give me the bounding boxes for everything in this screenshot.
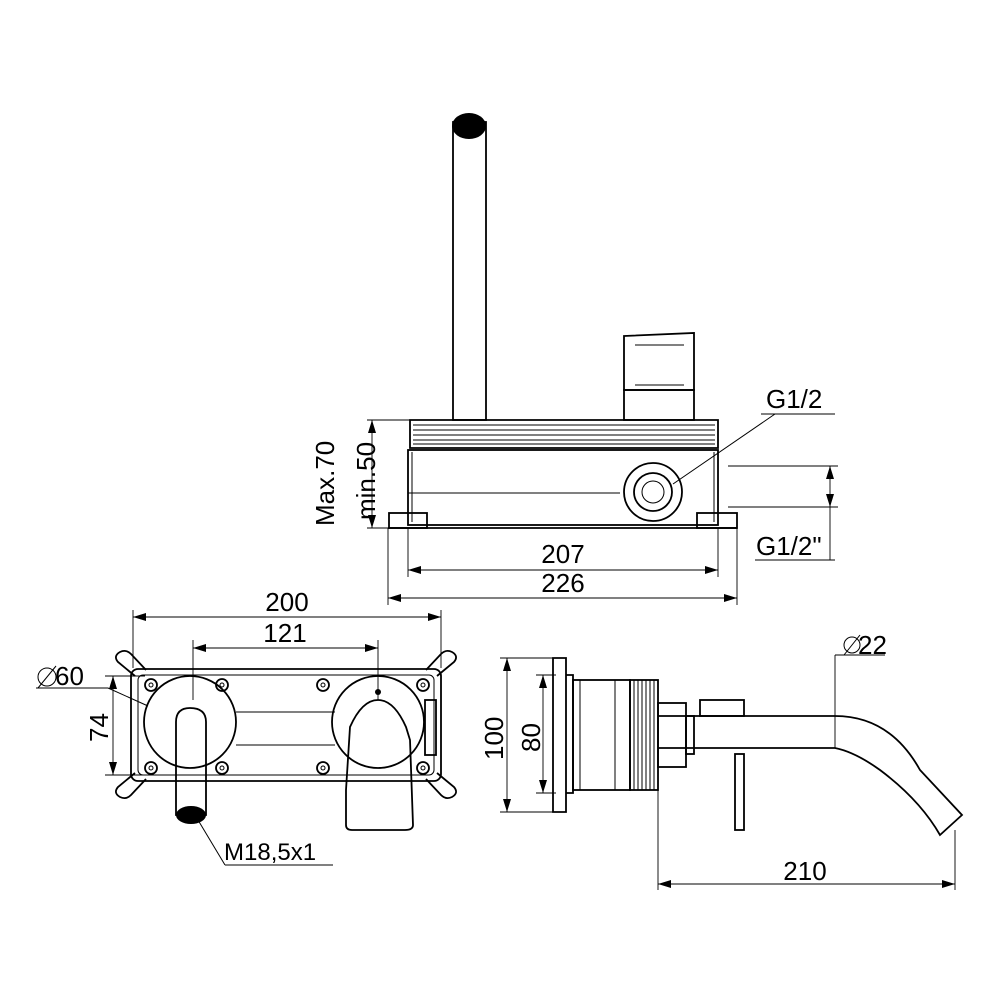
spout-210-label: 210 bbox=[783, 856, 826, 886]
g-half-label: G1/2 bbox=[766, 384, 822, 414]
g-half-inch-label: G1/2" bbox=[756, 531, 822, 561]
width-207-label: 207 bbox=[541, 539, 584, 569]
max-depth-label: Max.70 bbox=[310, 441, 340, 526]
height-100-label: 100 bbox=[479, 717, 509, 760]
spacing-121-label: 121 bbox=[263, 618, 306, 648]
min-depth-label: min.50 bbox=[351, 442, 381, 520]
threaded-collar bbox=[409, 419, 719, 449]
cartridge bbox=[623, 332, 695, 421]
concealed-body-view: G1/2 G1/2" Max.70 min.50 207 226 bbox=[310, 113, 838, 605]
side-thread bbox=[633, 680, 655, 790]
diameter-22-label: 22 bbox=[858, 630, 887, 660]
inlet-fitting bbox=[623, 462, 683, 522]
pipe-end bbox=[452, 113, 486, 139]
thread-label: M18,5x1 bbox=[224, 839, 316, 866]
g-half-leader bbox=[672, 413, 776, 485]
pipe-outline bbox=[452, 121, 487, 421]
handle-lever bbox=[345, 699, 414, 831]
handle-side bbox=[734, 753, 745, 831]
diameter-60-label: 60 bbox=[55, 661, 84, 691]
mounting-ears bbox=[115, 649, 457, 800]
handle-top-side bbox=[699, 699, 745, 717]
width-200-label: 200 bbox=[265, 587, 308, 617]
body-side bbox=[572, 679, 631, 791]
spout-front bbox=[175, 707, 207, 816]
spout-rosette bbox=[143, 675, 237, 769]
screw-holes bbox=[144, 678, 430, 775]
diameter-22-dimension bbox=[834, 634, 885, 748]
side-view: 100 80 bbox=[479, 630, 964, 890]
width-226-label: 226 bbox=[541, 568, 584, 598]
wall-plate-view: 200 121 bbox=[36, 587, 457, 866]
height-80-label: 80 bbox=[516, 723, 546, 752]
thread-leader bbox=[197, 819, 226, 866]
width-dimensions bbox=[387, 528, 738, 605]
plate-side bbox=[552, 657, 567, 813]
handle-rosette bbox=[331, 675, 425, 769]
plate-outline bbox=[130, 668, 442, 782]
height-74-label: 74 bbox=[84, 713, 114, 742]
dimension-74 bbox=[105, 675, 145, 776]
g-half-inch-dimension bbox=[728, 465, 838, 561]
depth-dimension bbox=[367, 419, 410, 529]
spout-side bbox=[658, 715, 964, 837]
body-box bbox=[407, 449, 719, 526]
